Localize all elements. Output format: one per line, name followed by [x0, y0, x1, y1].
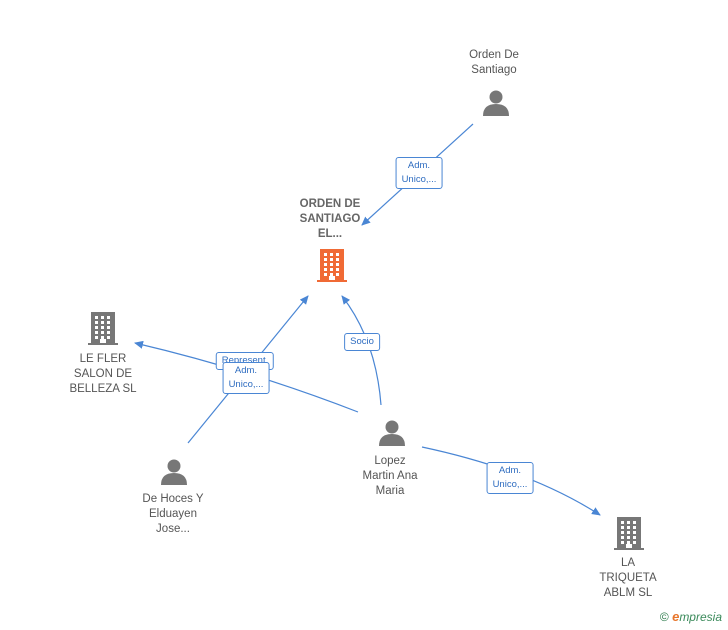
- company-focus-icon[interactable]: [317, 249, 347, 282]
- node-label-line: Orden De: [469, 49, 519, 61]
- node-label-line: Jose...: [156, 523, 190, 535]
- edge-label-line: Unico,...: [492, 479, 528, 490]
- node-label-line: Santiago: [471, 64, 517, 76]
- node-label-line: BELLEZA SL: [69, 383, 137, 395]
- node-label-line: LE FLER: [79, 353, 127, 365]
- edge-label-line: Represent.: [221, 355, 269, 366]
- person-icon[interactable]: [379, 420, 405, 447]
- company-icon[interactable]: [88, 312, 118, 345]
- person-icon[interactable]: [483, 90, 509, 117]
- edge-label-line: Adm.: [234, 365, 258, 376]
- node-label-line: ABLM SL: [603, 587, 653, 599]
- edge-label-line: Socio: [350, 336, 374, 347]
- brand-initial: e: [672, 609, 680, 624]
- node-label-line: EL...: [317, 228, 343, 240]
- company-icon[interactable]: [614, 517, 644, 550]
- person-icon[interactable]: [161, 459, 187, 486]
- node-label-le_fler[interactable]: LE FLER SALON DE BELLEZA SL: [69, 352, 136, 397]
- edge-label-line: Unico,...: [228, 379, 264, 390]
- edge-label-line: Unico,...: [401, 174, 437, 185]
- copyright-symbol: ©: [659, 610, 669, 624]
- node-label-line: Elduayen: [149, 508, 197, 520]
- node-label-line: SANTIAGO: [299, 213, 361, 225]
- node-label-orden_santiago_el[interactable]: ORDEN DE SANTIAGO EL...: [300, 197, 361, 242]
- edge-label-line: Adm.: [407, 160, 431, 171]
- edge-label[interactable]: Adm. Unico,...: [486, 462, 534, 494]
- edge-label[interactable]: Adm. Unico,...: [395, 157, 443, 189]
- node-label-line: Maria: [375, 485, 405, 497]
- node-label-line: Martin Ana: [362, 470, 418, 482]
- node-label-line: Lopez: [374, 455, 406, 467]
- node-label-line: SALON DE: [73, 368, 133, 380]
- edge-label-line: Adm.: [498, 465, 522, 476]
- empresia-brand: © empresia: [660, 609, 722, 624]
- node-label-line: De Hoces Y: [142, 493, 204, 505]
- brand-name: mpresia: [679, 610, 722, 624]
- node-label-line: ORDEN DE: [299, 198, 361, 210]
- node-label-line: TRIQUETA: [599, 572, 657, 584]
- node-label-la_triqueta[interactable]: LA TRIQUETA ABLM SL: [599, 556, 656, 601]
- node-label-orden_santiago_person[interactable]: Orden De Santiago: [469, 48, 519, 78]
- node-label-line: LA: [620, 557, 636, 569]
- edge-label[interactable]: Adm. Unico,...: [222, 362, 270, 394]
- edge-label[interactable]: Socio: [344, 333, 380, 351]
